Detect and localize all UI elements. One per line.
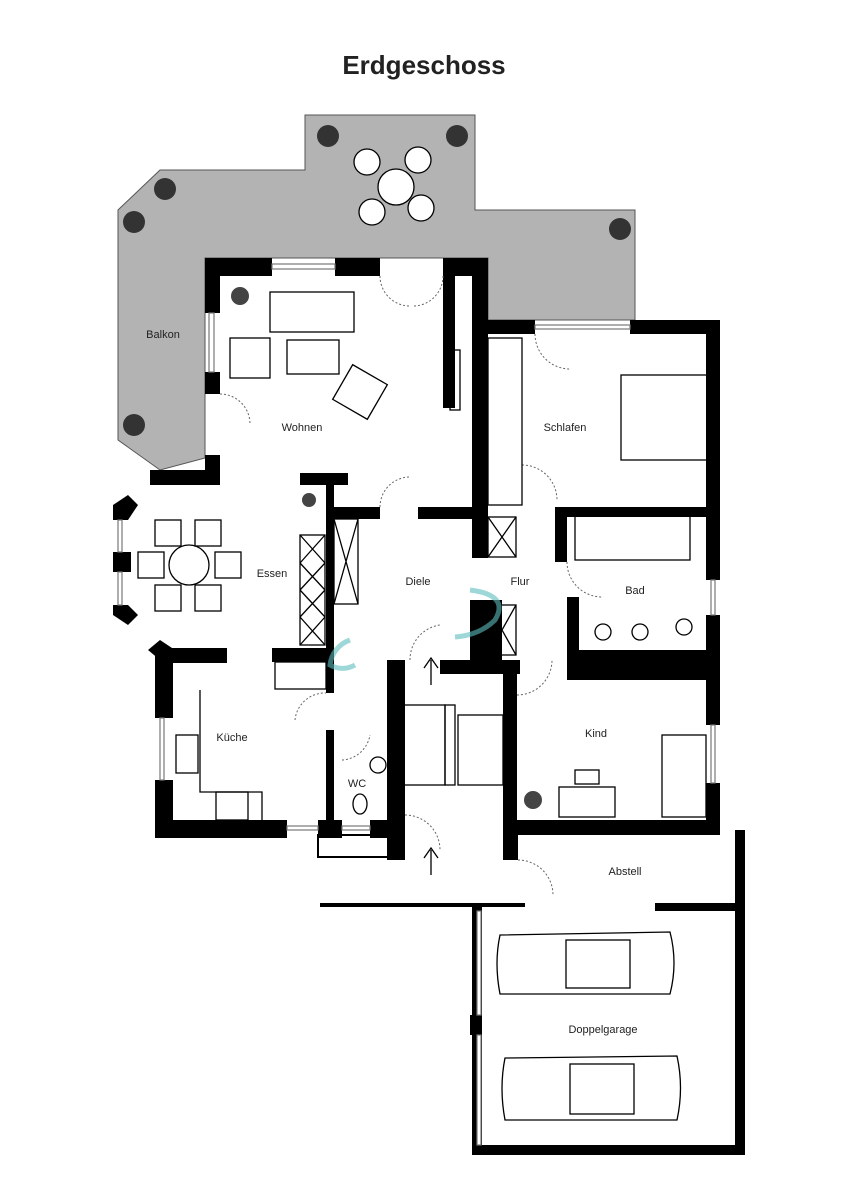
room-label-kueche: Küche: [216, 732, 247, 744]
room-label-bad: Bad: [625, 585, 645, 597]
plant-icons: [123, 125, 631, 436]
page-title: Erdgeschoss: [342, 50, 506, 80]
room-label-abstell: Abstell: [608, 866, 641, 878]
plant-icon: [231, 287, 249, 305]
car-icon: [501, 1055, 682, 1121]
shelf-icon: [449, 349, 461, 411]
plant-icon: [524, 791, 542, 809]
armchair-icon: [331, 363, 389, 421]
cabinet-icon: [299, 534, 326, 646]
sofa-icon: [269, 291, 355, 333]
watermark-logo: [327, 587, 502, 671]
room-label-wc: WC: [348, 778, 366, 790]
balcony-table-icon: [353, 146, 435, 226]
toilet-icon: [352, 793, 368, 815]
car-icon: [496, 931, 675, 995]
room-label-essen: Essen: [257, 568, 288, 580]
walls: [113, 258, 745, 1155]
dining-table-icon: [168, 544, 210, 586]
room-label-wohnen: Wohnen: [282, 422, 323, 434]
stove-icon: [215, 791, 249, 821]
room-label-doppelgarage: Doppelgarage: [568, 1024, 637, 1036]
armchair-icon: [229, 337, 271, 379]
bathtub-icon: [574, 514, 691, 561]
stairs-icon: [399, 704, 446, 786]
sink-icon: [175, 734, 199, 774]
wardrobe-icon: [487, 337, 523, 506]
room-label-schlafen: Schlafen: [544, 422, 587, 434]
kids-bed-icon: [661, 734, 707, 818]
bed-icon: [620, 374, 708, 461]
room-label-kind: Kind: [585, 728, 607, 740]
room-label-diele: Diele: [405, 576, 430, 588]
windows: [117, 263, 716, 1146]
desk-icon: [558, 786, 616, 818]
doors: [219, 275, 603, 896]
plant-icon: [302, 493, 316, 507]
room-label-balkon: Balkon: [146, 329, 180, 341]
coffee-table-icon: [286, 339, 340, 375]
room-label-flur: Flur: [511, 576, 530, 588]
furniture: [137, 291, 708, 1121]
